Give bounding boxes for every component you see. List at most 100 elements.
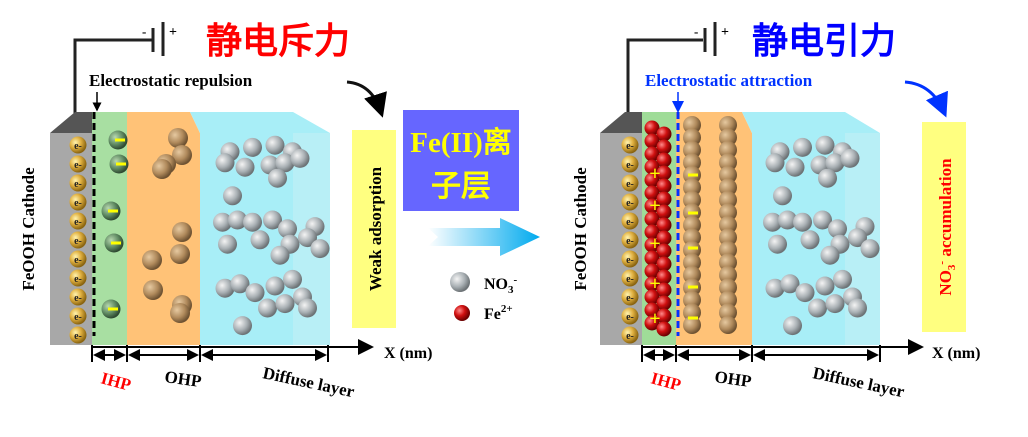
fe2-ion (644, 302, 660, 318)
minus-sign (688, 246, 698, 250)
nitrate-ion (780, 274, 800, 294)
fe2-ion (656, 308, 672, 324)
nitrate-ion-ohp (719, 241, 737, 259)
curved-arrow-icon (904, 80, 948, 118)
fe2-ion (656, 217, 672, 233)
ihp-label: IHP (99, 369, 133, 395)
nitrate-ion (298, 228, 317, 248)
solvated-ion (172, 222, 192, 242)
nitrate-ion (250, 230, 270, 250)
fe2-ion (656, 178, 672, 194)
fe2-ion (656, 152, 672, 168)
plus-sign: + (649, 195, 660, 217)
nitrate-ion-ohp (683, 178, 701, 197)
battery-plus: + (169, 25, 177, 40)
electron-label: e- (626, 179, 634, 190)
region-brackets (641, 345, 881, 362)
fe2-ion (644, 198, 660, 214)
nitrate-ion-ohp (683, 116, 701, 134)
cathode-label: FeOOH Cathode (571, 167, 590, 291)
nitrate-ion (778, 210, 797, 230)
nitrate-ion (818, 168, 837, 188)
title-repulsion: 静电斥力 (206, 21, 350, 62)
wire (626, 38, 703, 118)
electron-ball (621, 155, 639, 173)
fe2-ion (656, 321, 672, 337)
ihp-label: IHP (649, 369, 683, 395)
nitrate-ion-ohp (719, 316, 737, 334)
nitrate-ion (230, 274, 250, 294)
fe2-ion (656, 139, 672, 155)
fe2-ion (644, 237, 660, 253)
plus-sign: + (649, 233, 660, 255)
nitrate-ion-ohp (683, 316, 701, 334)
fe2-ion (656, 191, 672, 207)
nitrate-ion (820, 245, 840, 265)
electron-ball (621, 212, 639, 230)
solvated-ion (143, 280, 163, 300)
fe2-ion (656, 126, 672, 142)
nitrate-ion (833, 269, 852, 289)
fe2-ion (656, 269, 672, 285)
electron-ball (69, 269, 87, 287)
nitrate-ion (278, 219, 297, 239)
nitrate-ion (808, 298, 827, 318)
electron-ball (621, 193, 639, 211)
minus-sign (688, 316, 698, 320)
legend-fe2: Fe2+ (484, 303, 513, 323)
nitrate-ion-ohp (683, 216, 701, 234)
nitrate-ion-ohp (719, 203, 737, 222)
fe2-ion (644, 315, 660, 331)
electron-ball (69, 231, 87, 249)
nitrate-ion (233, 316, 252, 336)
nitrate-ion-ohp (719, 253, 737, 272)
battery-icon (151, 22, 165, 56)
weak-adsorption-label: Weak adsorption (366, 166, 385, 291)
fe2-ion (656, 165, 672, 181)
electron-ball (621, 136, 639, 154)
diffuse-layer-label: Diffuse layer (811, 363, 906, 401)
nitrate-ion-ohp (719, 278, 737, 297)
electron-ball (69, 307, 87, 325)
nitrate-ion (275, 153, 295, 173)
minus-sign (688, 211, 698, 215)
left-panel-repulsion: - + 静电斥力 Electrostatic repulsion e-e-e-e… (19, 21, 432, 401)
battery-minus: - (142, 24, 146, 39)
nitrate-ion (828, 219, 847, 239)
fe2-ion (644, 289, 660, 305)
electron-label: e- (74, 293, 82, 304)
nitrate-ion (283, 269, 302, 289)
nitrate-ion-ohp (683, 191, 701, 209)
x-axis-label: X (nm) (932, 345, 980, 362)
diffuse-layer-label: Diffuse layer (261, 363, 356, 401)
nitrate-ion (765, 153, 785, 173)
fe-ion-layer-line1: Fe(II)离 (410, 125, 511, 159)
fe2-ion (656, 295, 672, 311)
electron-ball (69, 174, 87, 192)
electron-label: e- (626, 160, 634, 171)
electron-ball (621, 307, 639, 325)
nitrate-ion (813, 210, 832, 230)
fe2-ion (644, 185, 660, 201)
ohp-label: OHP (163, 367, 202, 391)
fe2-ion (656, 204, 672, 220)
nitrate-ion (768, 234, 787, 254)
nitrate-ion (825, 153, 845, 173)
nitrate-ion (243, 137, 262, 157)
fe2-ion (644, 211, 660, 227)
solvated-ion (170, 244, 190, 264)
nitrate-ion-ohp (719, 291, 737, 309)
electron-label: e- (626, 198, 634, 209)
fe2-ion (656, 230, 672, 246)
minus-sign (688, 173, 698, 177)
battery-minus: - (694, 24, 698, 39)
nitrate-accumulation-label: NO3- accumulation (936, 158, 958, 296)
fe-ion-layer-box (403, 110, 519, 211)
nitrate-ion (310, 239, 330, 259)
nitrate-ion-ohp (683, 253, 701, 272)
nitrate-ion (270, 245, 290, 265)
plus-sign: + (649, 308, 660, 330)
fe-ion-layer-line2: 子层 (431, 169, 491, 204)
